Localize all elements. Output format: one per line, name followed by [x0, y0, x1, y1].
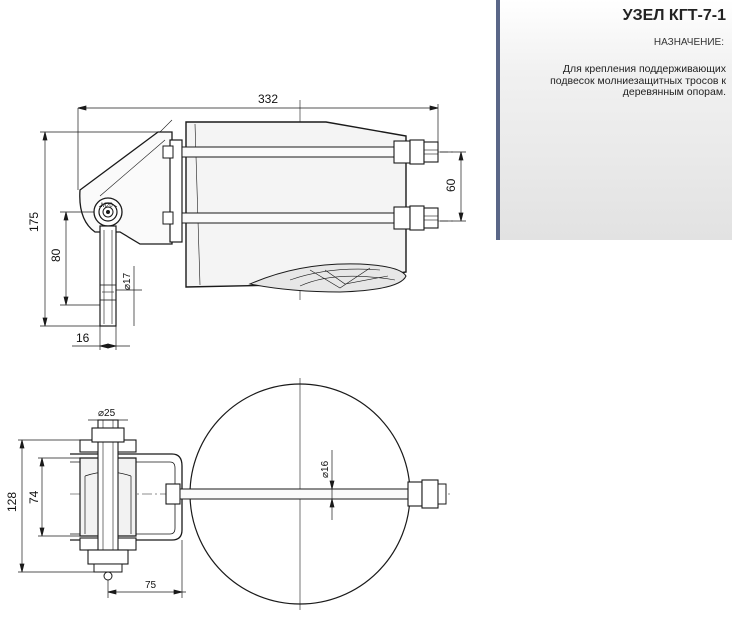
purpose-label: НАЗНАЧЕНИЕ: [653, 37, 724, 48]
nut-label: M20 [101, 203, 113, 209]
dimension-hole: ⌀17 [116, 266, 142, 326]
dimension-332: 332 [77, 92, 439, 190]
info-panel: УЗЕЛ КГТ-7-1 НАЗНАЧЕНИЕ: Для крепления п… [496, 0, 732, 240]
dim-width-label: 128 [5, 492, 19, 512]
dimension-16: 16 [72, 326, 130, 350]
dim-hole-label: ⌀17 [122, 272, 133, 290]
dim-rod-label: ⌀25 [98, 408, 116, 419]
node-title: УЗЕЛ КГТ-7-1 [622, 7, 726, 24]
dim-offset-label: 75 [145, 580, 157, 591]
dimension-60: 60 [440, 151, 466, 222]
dim-inner-label: 74 [27, 490, 41, 504]
dim-thickness-label: 16 [76, 331, 90, 345]
dim-height-label: 175 [27, 212, 41, 232]
through-bolt [165, 479, 447, 509]
dim-spacing-label: 60 [444, 178, 458, 192]
plan-view: ⌀25 ⌀16 128 74 [5, 378, 450, 610]
clamp-body [185, 121, 407, 288]
side-view: 332 175 80 60 [27, 92, 466, 350]
eye-bracket [79, 119, 173, 245]
suspension-link [99, 225, 117, 327]
bolt-upper [162, 139, 439, 165]
dimension-80: 80 [49, 211, 100, 306]
dimension-175: 175 [27, 131, 160, 327]
dimension-bolt: ⌀16 [320, 450, 335, 520]
dimension-rod: ⌀25 [88, 408, 128, 421]
dimension-128: 128 [5, 439, 98, 573]
bolt-lower [162, 205, 439, 231]
pin [87, 419, 129, 581]
dimension-74: 74 [27, 457, 80, 537]
dim-eye-height-label: 80 [49, 248, 63, 262]
ribbed-shoe [248, 263, 407, 293]
dim-length-label: 332 [258, 92, 278, 106]
dimension-75: 75 [107, 540, 186, 598]
dim-bolt-label: ⌀16 [320, 460, 331, 478]
purpose-text: Для крепления поддерживающих подвесок мо… [550, 63, 726, 98]
